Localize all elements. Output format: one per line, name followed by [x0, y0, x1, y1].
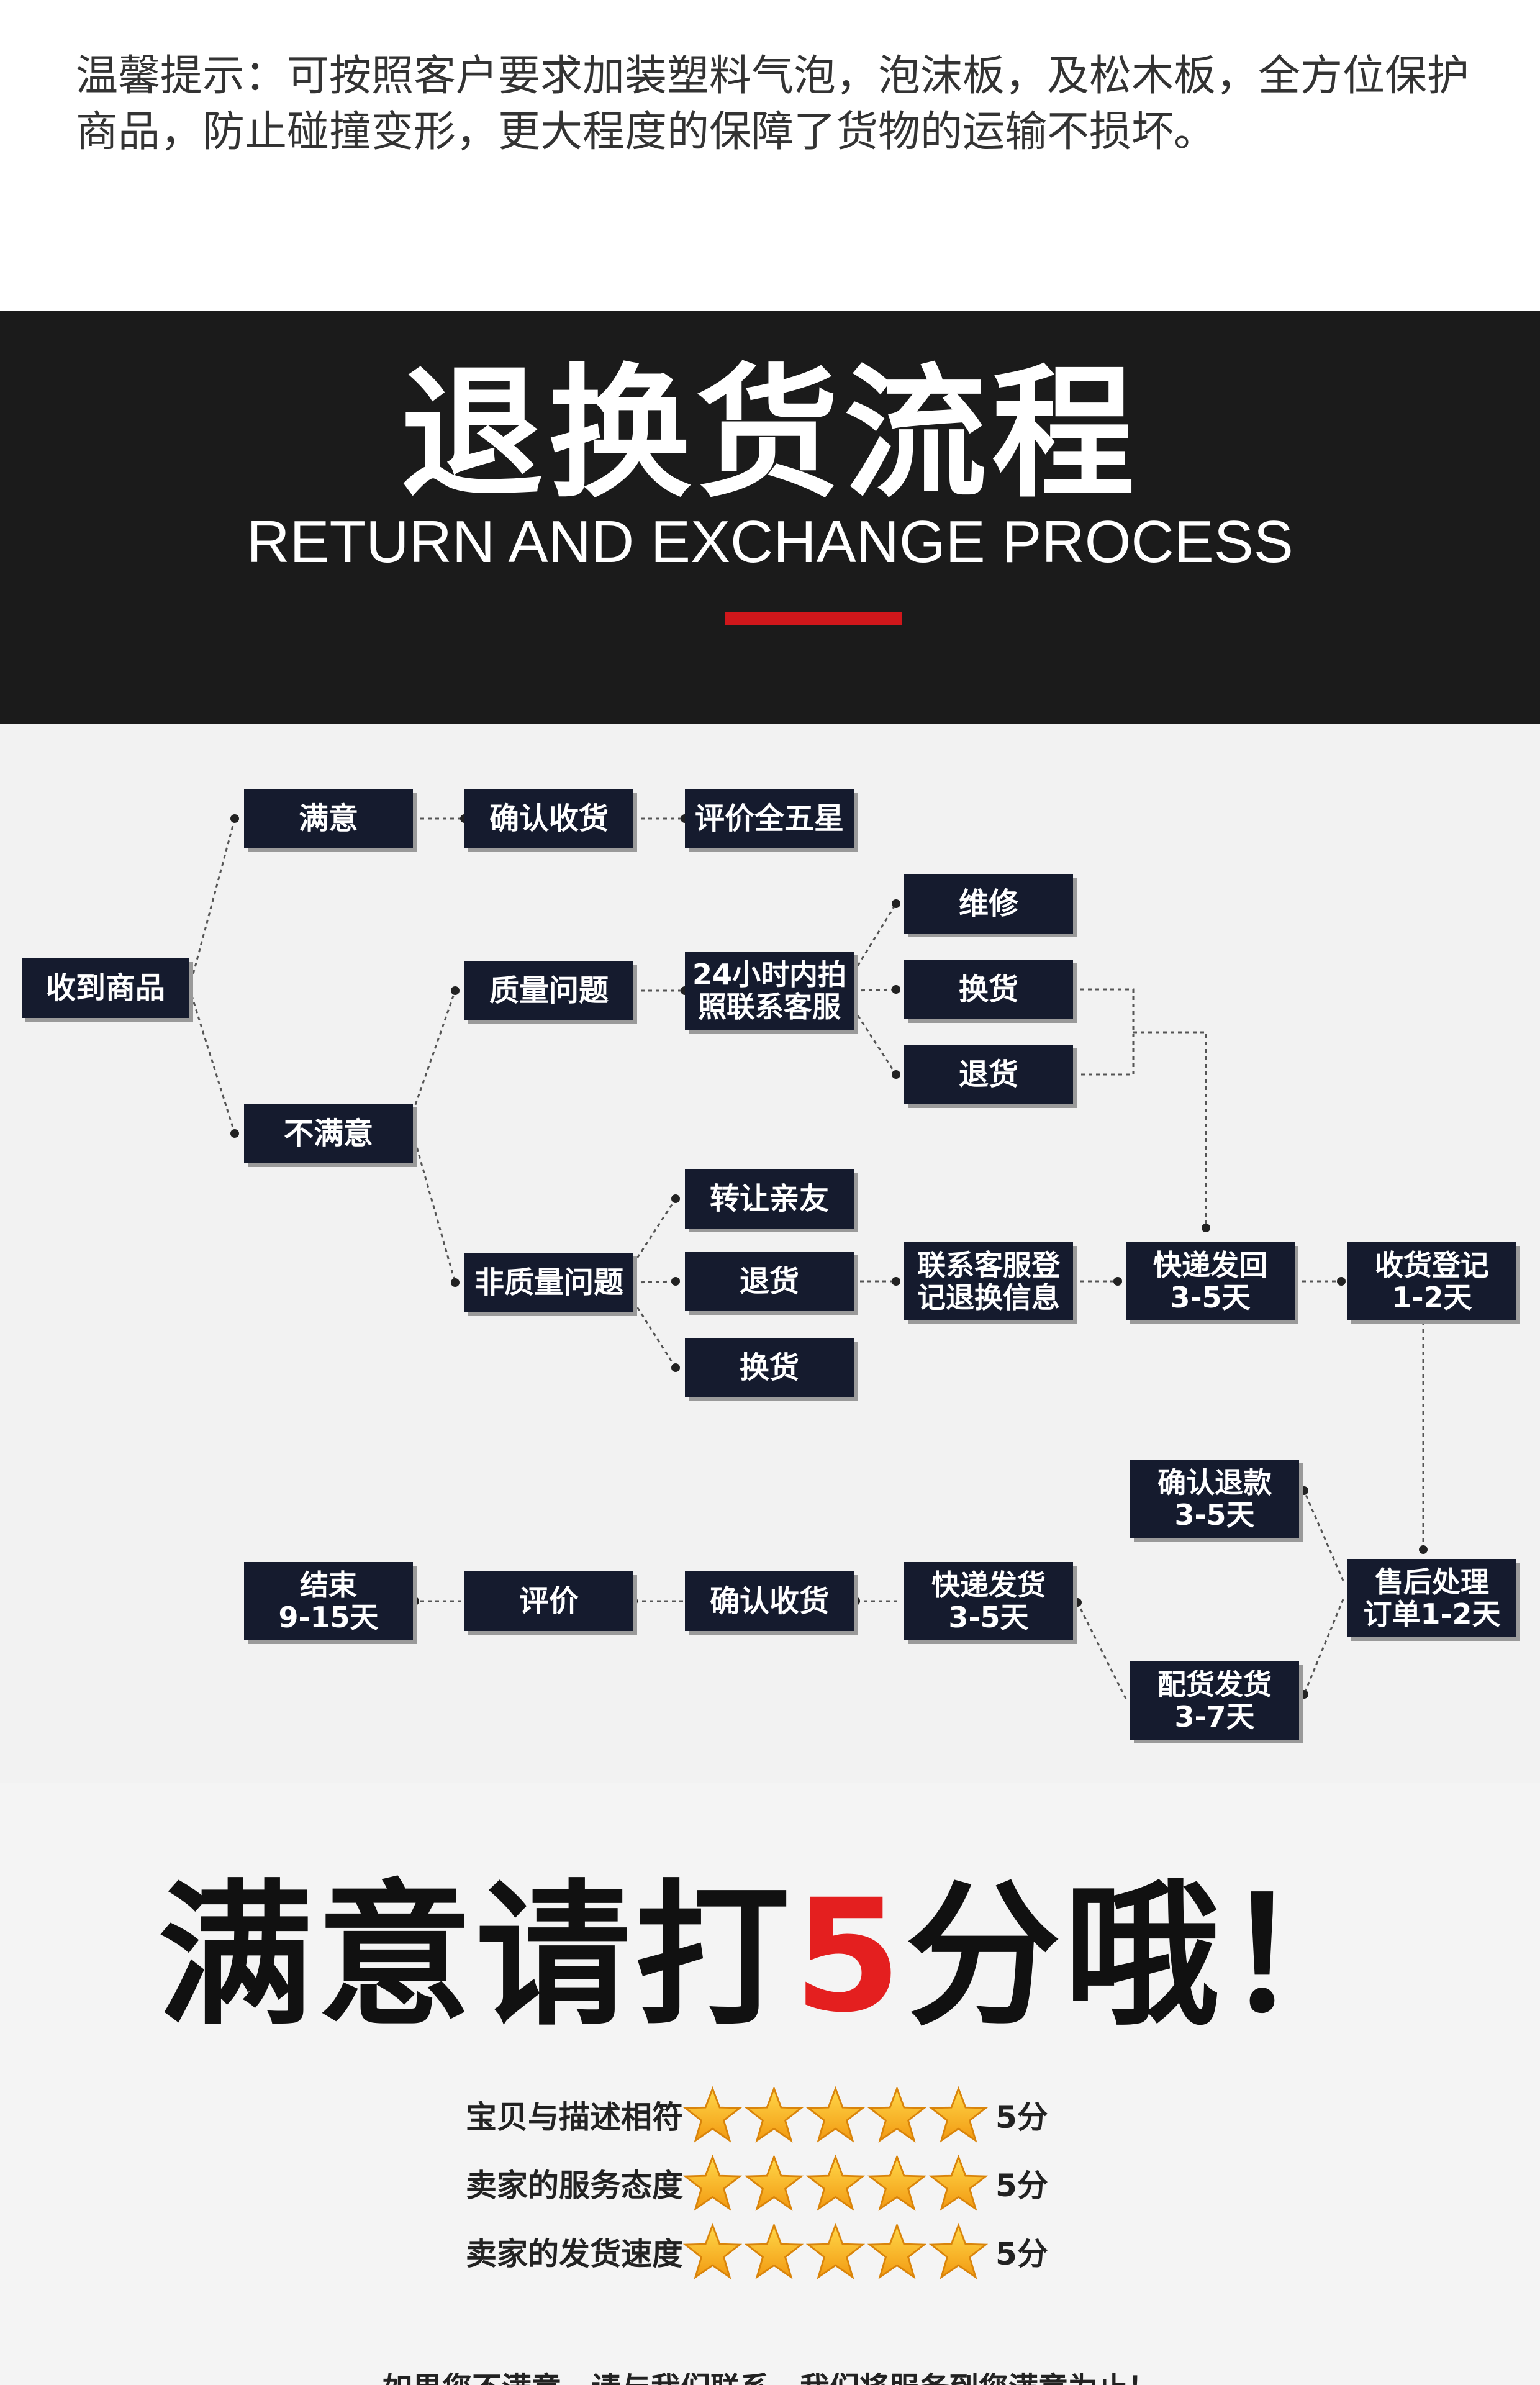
star-group[interactable] — [682, 2154, 990, 2213]
node-repair: 维修 — [904, 874, 1073, 934]
node-exchange-quality: 换货 — [904, 960, 1073, 1019]
rating-label: 宝贝与描述相符 — [466, 2099, 683, 2135]
star-icon[interactable] — [744, 2154, 804, 2213]
rating-title-highlight: 5 — [794, 1866, 905, 2047]
node-reship: 配货发货 3-7天 — [1130, 1661, 1299, 1740]
star-icon[interactable] — [867, 2222, 927, 2281]
rating-row: 卖家的发货速度 5分 — [466, 2220, 1048, 2283]
rating-row: 卖家的服务态度 5分 — [466, 2152, 1048, 2214]
rating-label: 卖家的发货速度 — [466, 2236, 683, 2272]
rating-row: 宝贝与描述相符 5分 — [466, 2084, 1048, 2146]
node-confirm-refund: 确认退款 3-5天 — [1130, 1460, 1299, 1538]
rating-score: 5分 — [995, 2168, 1048, 2204]
banner-accent-bar — [725, 612, 902, 625]
node-quality-issue: 质量问题 — [464, 961, 633, 1020]
star-group[interactable] — [682, 2222, 990, 2281]
node-receipt-register: 收货登记 1-2天 — [1348, 1242, 1516, 1320]
node-return-non-quality: 退货 — [685, 1252, 854, 1311]
notice-section: 温馨提示：可按照客户要求加装塑料气泡，泡沫板，及松木板，全方位保护商品，防止碰撞… — [0, 0, 1540, 311]
star-icon[interactable] — [682, 2222, 743, 2281]
rating-title-before: 满意请打 — [158, 1866, 794, 2047]
node-five-star: 评价全五星 — [685, 789, 854, 848]
star-icon[interactable] — [928, 2222, 989, 2281]
return-flowchart: 收到商品 满意 确认收货 评价全五星 不满意 质量问题 24小时内拍 照联系客服… — [0, 724, 1540, 1783]
node-end: 结束 9-15天 — [244, 1562, 413, 1640]
node-unsatisfied: 不满意 — [244, 1104, 413, 1163]
rating-score: 5分 — [995, 2236, 1048, 2272]
node-register-info: 联系客服登 记退换信息 — [904, 1242, 1073, 1320]
node-non-quality-issue: 非质量问题 — [464, 1253, 633, 1312]
node-return-quality: 退货 — [904, 1045, 1073, 1104]
star-group[interactable] — [682, 2086, 990, 2145]
node-exchange-non-quality: 换货 — [685, 1338, 854, 1397]
star-icon[interactable] — [867, 2086, 927, 2145]
node-transfer: 转让亲友 — [685, 1169, 854, 1229]
node-photo-contact: 24小时内拍 照联系客服 — [685, 952, 854, 1030]
flow-connectors — [188, 814, 1428, 1699]
star-icon[interactable] — [867, 2154, 927, 2213]
process-banner: 退换货流程 RETURN AND EXCHANGE PROCESS — [0, 311, 1540, 724]
rating-label: 卖家的服务态度 — [466, 2168, 683, 2204]
star-icon[interactable] — [744, 2222, 804, 2281]
banner-subtitle: RETURN AND EXCHANGE PROCESS — [247, 509, 1293, 575]
rating-title: 满意请打5分哦！ — [0, 1869, 1540, 2043]
footer-note: 如果您不满意，请与我们联系，我们将服务到您满意为止！ — [0, 2369, 1540, 2385]
rating-section: 满意请打5分哦！ 宝贝与描述相符 5分 卖家的服务态度 5分 卖家的发货速度 5… — [0, 1783, 1540, 2385]
star-icon[interactable] — [805, 2086, 866, 2145]
star-icon[interactable] — [805, 2154, 866, 2213]
node-receive: 收到商品 — [22, 958, 189, 1018]
star-icon[interactable] — [682, 2154, 743, 2213]
node-after-sales: 售后处理 订单1-2天 — [1348, 1559, 1516, 1637]
notice-text: 温馨提示：可按照客户要求加装塑料气泡，泡沫板，及松木板，全方位保护商品，防止碰撞… — [76, 52, 1470, 157]
node-review: 评价 — [464, 1571, 633, 1631]
node-confirm-receipt-bottom: 确认收货 — [685, 1571, 854, 1631]
node-ship-back: 快递发回 3-5天 — [1126, 1242, 1295, 1320]
node-satisfied: 满意 — [244, 789, 413, 848]
star-icon[interactable] — [744, 2086, 804, 2145]
star-icon[interactable] — [928, 2154, 989, 2213]
node-express-ship: 快递发货 3-5天 — [904, 1562, 1073, 1640]
star-icon[interactable] — [805, 2222, 866, 2281]
rating-score: 5分 — [995, 2099, 1048, 2135]
star-icon[interactable] — [928, 2086, 989, 2145]
node-confirm-receipt-top: 确认收货 — [464, 789, 633, 848]
rating-title-after: 分哦！ — [905, 1866, 1382, 2047]
banner-title: 退换货流程 — [400, 352, 1139, 517]
star-icon[interactable] — [682, 2086, 743, 2145]
